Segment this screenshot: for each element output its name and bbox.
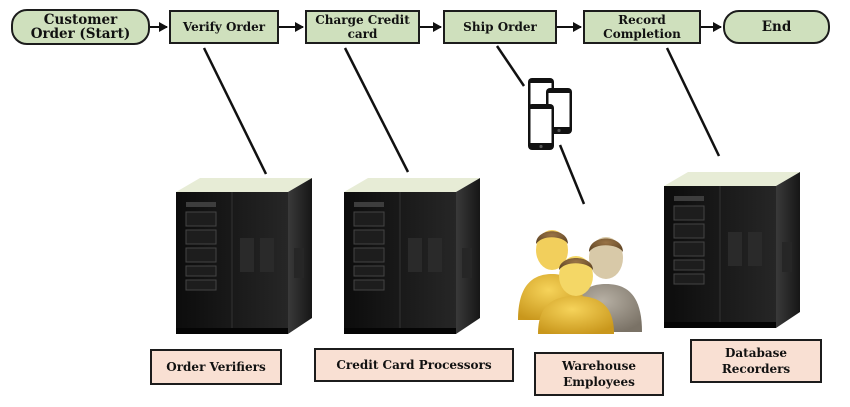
database-recorders-label-text: Database Recorders: [721, 346, 791, 376]
people-group-icon: [518, 230, 642, 334]
server-tower-icon: [343, 177, 481, 335]
order-verifiers-label: Order Verifiers: [150, 349, 282, 385]
warehouse-employees-label-text: Warehouse Employees: [561, 359, 636, 389]
server-tower-icon: [663, 171, 801, 329]
end-node-label: End: [761, 19, 792, 35]
line-phones-to-warehouse: [558, 144, 586, 205]
credit-card-processors-label: Credit Card Processors: [314, 348, 514, 382]
record-completion-node-label: Record Completion: [603, 13, 681, 41]
record-completion-node[interactable]: Record Completion: [583, 10, 701, 44]
order-verifiers-label-text: Order Verifiers: [166, 360, 266, 374]
charge-credit-card-node[interactable]: Charge Credit card: [305, 10, 420, 44]
charge-credit-card-node-label: Charge Credit card: [315, 13, 410, 41]
start-node[interactable]: Customer Order (Start): [11, 9, 150, 45]
mobile-phones-icon: [528, 78, 572, 150]
ship-order-node[interactable]: Ship Order: [443, 10, 557, 44]
line-charge-to-cc-processors: [343, 47, 410, 173]
database-recorders-label: Database Recorders: [690, 339, 822, 383]
warehouse-employees-label: Warehouse Employees: [534, 352, 664, 396]
verify-order-node-label: Verify Order: [182, 20, 266, 34]
verify-order-node[interactable]: Verify Order: [169, 10, 279, 44]
server-tower-icon: [175, 177, 313, 335]
credit-card-processors-label-text: Credit Card Processors: [336, 358, 492, 372]
line-verify-to-order-verifiers: [202, 47, 268, 175]
end-node[interactable]: End: [723, 10, 830, 44]
start-node-label: Customer Order (Start): [30, 12, 131, 42]
ship-order-node-label: Ship Order: [463, 20, 537, 34]
line-ship-to-phones: [495, 45, 526, 87]
association-lines: [202, 45, 721, 205]
line-record-to-db-recorders: [665, 47, 721, 157]
